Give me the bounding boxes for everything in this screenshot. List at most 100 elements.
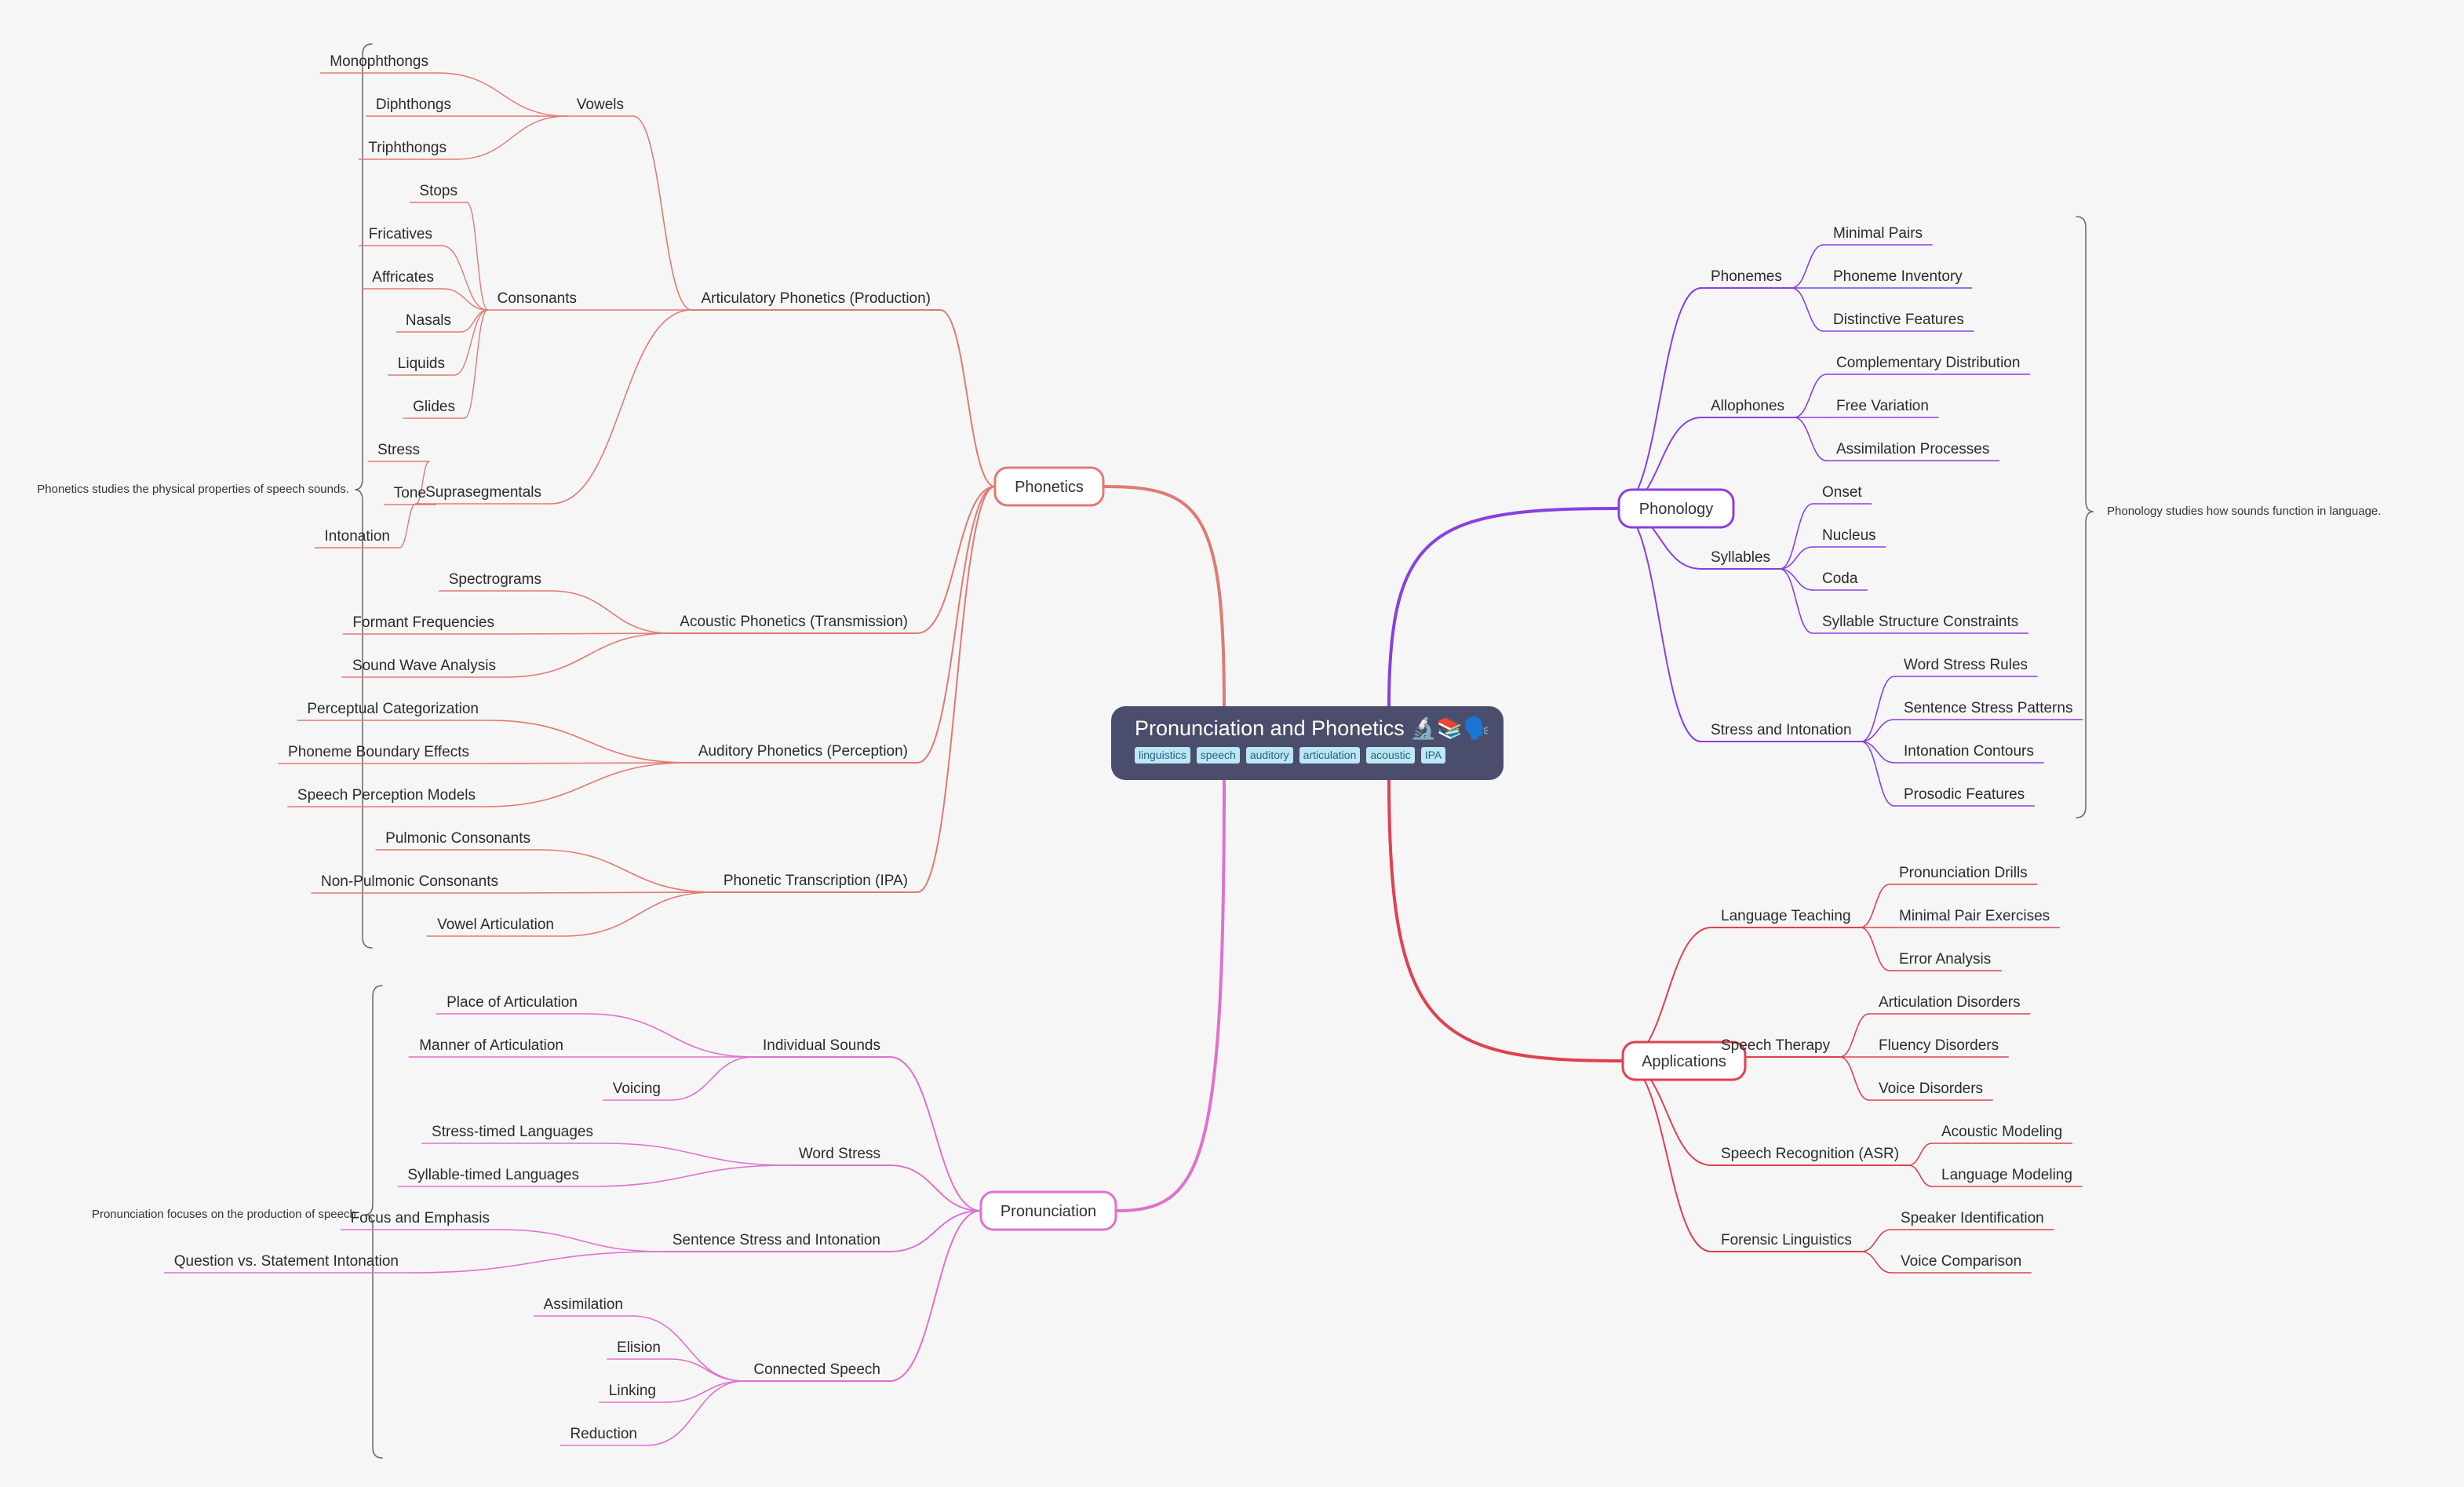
node-reduction[interactable]: Reduction	[570, 1426, 637, 1442]
branch-label-pronunciation[interactable]: Pronunciation	[1001, 1203, 1096, 1220]
node-nucleus[interactable]: Nucleus	[1822, 527, 1876, 544]
node-place-of-articulation[interactable]: Place of Articulation	[447, 994, 578, 1011]
branch-node-phonology[interactable]	[1617, 488, 1735, 529]
node-tone[interactable]: Tone	[394, 485, 426, 501]
node-focus-and-emphasis[interactable]: Focus and Emphasis	[351, 1210, 490, 1226]
node-perceptual-categorization[interactable]: Perceptual Categorization	[307, 701, 479, 717]
node-glides[interactable]: Glides	[413, 399, 455, 415]
branch-node-applications[interactable]	[1621, 1041, 1747, 1081]
connector-suprasegmentals	[550, 309, 693, 505]
node-non-pulmonic-consonants[interactable]: Non-Pulmonic Consonants	[321, 873, 498, 890]
node-spectrograms[interactable]: Spectrograms	[449, 571, 541, 588]
node-voice-disorders[interactable]: Voice Disorders	[1879, 1081, 1983, 1097]
node-fricatives[interactable]: Fricatives	[369, 226, 432, 242]
node-minimal-pairs[interactable]: Minimal Pairs	[1833, 225, 1923, 242]
node-free-variation[interactable]: Free Variation	[1836, 398, 1929, 414]
node-voice-comparison[interactable]: Voice Comparison	[1901, 1253, 2021, 1270]
tag-articulation[interactable]: articulation	[1299, 747, 1361, 764]
node-distinctive-features[interactable]: Distinctive Features	[1833, 312, 1964, 328]
node-pulmonic-consonants[interactable]: Pulmonic Consonants	[385, 830, 530, 847]
branch-node-phonetics[interactable]	[993, 466, 1105, 507]
node-stress-and-intonation[interactable]: Stress and Intonation	[1711, 722, 1852, 738]
node-acoustic-modeling[interactable]: Acoustic Modeling	[1941, 1124, 2062, 1140]
tag-auditory[interactable]: auditory	[1245, 747, 1293, 764]
node-affricates[interactable]: Affricates	[372, 269, 434, 286]
node-assimilation[interactable]: Assimilation	[544, 1296, 623, 1313]
branch-label-applications[interactable]: Applications	[1642, 1053, 1726, 1070]
node-allophones[interactable]: Allophones	[1711, 398, 1784, 414]
node-syllable-structure-constraints[interactable]: Syllable Structure Constraints	[1822, 614, 2018, 630]
node-consonants[interactable]: Consonants	[498, 290, 577, 307]
node-speech-recognition-asr[interactable]: Speech Recognition (ASR)	[1721, 1146, 1899, 1162]
node-phoneme-inventory[interactable]: Phoneme Inventory	[1833, 268, 1963, 285]
node-word-stress[interactable]: Word Stress	[799, 1146, 880, 1162]
node-pronunciation-drills[interactable]: Pronunciation Drills	[1899, 865, 2028, 881]
tag-ipa[interactable]: IPA	[1420, 747, 1446, 764]
node-monophthongs[interactable]: Monophthongs	[330, 53, 428, 70]
branch-label-phonology[interactable]: Phonology	[1639, 501, 1714, 518]
node-language-modeling[interactable]: Language Modeling	[1941, 1167, 2072, 1183]
node-language-teaching[interactable]: Language Teaching	[1721, 908, 1851, 924]
node-nasals[interactable]: Nasals	[406, 312, 451, 329]
connector-perceptual-categorization	[487, 720, 690, 764]
node-stress-timed-languages[interactable]: Stress-timed Languages	[432, 1124, 593, 1140]
node-diphthongs[interactable]: Diphthongs	[376, 97, 451, 113]
node-sound-wave-analysis[interactable]: Sound Wave Analysis	[352, 658, 496, 674]
node-elision[interactable]: Elision	[617, 1339, 661, 1356]
node-word-stress-rules[interactable]: Word Stress Rules	[1904, 657, 2028, 673]
node-prosodic-features[interactable]: Prosodic Features	[1904, 786, 2025, 803]
node-error-analysis[interactable]: Error Analysis	[1899, 951, 1991, 968]
node-question-vs-statement-intonation[interactable]: Question vs. Statement Intonation	[174, 1253, 399, 1270]
connector-root-phonology	[1387, 507, 1620, 708]
node-speech-perception-models[interactable]: Speech Perception Models	[297, 787, 476, 804]
node-vowel-articulation[interactable]: Vowel Articulation	[437, 917, 554, 933]
node-liquids[interactable]: Liquids	[398, 355, 445, 372]
tag-acoustic[interactable]: acoustic	[1366, 747, 1415, 764]
node-fluency-disorders[interactable]: Fluency Disorders	[1879, 1037, 1999, 1054]
node-assimilation-processes[interactable]: Assimilation Processes	[1836, 441, 1989, 457]
connector-error-analysis	[1860, 927, 1890, 971]
summary-pronunciation[interactable]: Pronunciation focuses on the production …	[92, 1208, 359, 1221]
node-auditory-phonetics-perception[interactable]: Auditory Phonetics (Perception)	[698, 743, 908, 760]
node-stress[interactable]: Stress	[377, 442, 420, 458]
node-forensic-linguistics[interactable]: Forensic Linguistics	[1721, 1232, 1852, 1248]
node-sentence-stress-patterns[interactable]: Sentence Stress Patterns	[1904, 700, 2072, 716]
node-phoneme-boundary-effects[interactable]: Phoneme Boundary Effects	[288, 744, 469, 760]
node-stops[interactable]: Stops	[419, 183, 457, 199]
branch-label-phonetics[interactable]: Phonetics	[1015, 479, 1084, 496]
connector-language-modeling	[1908, 1164, 1933, 1187]
tag-speech[interactable]: speech	[1196, 747, 1240, 764]
node-complementary-distribution[interactable]: Complementary Distribution	[1836, 355, 2020, 371]
connector-voicing	[669, 1056, 754, 1101]
node-speaker-identification[interactable]: Speaker Identification	[1901, 1210, 2044, 1226]
node-voicing[interactable]: Voicing	[613, 1081, 661, 1097]
node-syllables[interactable]: Syllables	[1711, 549, 1770, 566]
node-vowels[interactable]: Vowels	[577, 97, 624, 113]
connector-linking	[665, 1380, 745, 1403]
node-manner-of-articulation[interactable]: Manner of Articulation	[419, 1037, 563, 1054]
summary-phonetics[interactable]: Phonetics studies the physical propertie…	[37, 483, 349, 496]
node-acoustic-phonetics-transmission[interactable]: Acoustic Phonetics (Transmission)	[680, 614, 908, 630]
node-coda[interactable]: Coda	[1822, 570, 1858, 587]
node-connected-speech[interactable]: Connected Speech	[753, 1361, 880, 1378]
node-triphthongs[interactable]: Triphthongs	[368, 140, 447, 156]
node-onset[interactable]: Onset	[1822, 484, 1862, 501]
node-individual-sounds[interactable]: Individual Sounds	[763, 1037, 880, 1054]
root-node[interactable]: Pronunciation and Phonetics 🔬📚🗣️ linguis…	[1111, 706, 1504, 780]
node-intonation[interactable]: Intonation	[325, 528, 390, 545]
node-syllable-timed-languages[interactable]: Syllable-timed Languages	[407, 1167, 579, 1183]
branch-node-pronunciation[interactable]	[979, 1190, 1117, 1231]
node-formant-frequencies[interactable]: Formant Frequencies	[352, 614, 494, 631]
tag-linguistics[interactable]: linguistics	[1135, 747, 1190, 764]
node-suprasegmentals[interactable]: Suprasegmentals	[425, 484, 541, 501]
node-sentence-stress-and-intonation[interactable]: Sentence Stress and Intonation	[672, 1232, 880, 1248]
node-intonation-contours[interactable]: Intonation Contours	[1904, 743, 2034, 760]
node-linking[interactable]: Linking	[609, 1383, 656, 1399]
node-phonetic-transcription-ipa[interactable]: Phonetic Transcription (IPA)	[724, 873, 908, 889]
node-speech-therapy[interactable]: Speech Therapy	[1721, 1037, 1831, 1054]
node-minimal-pair-exercises[interactable]: Minimal Pair Exercises	[1899, 908, 2050, 924]
summary-phonology[interactable]: Phonology studies how sounds function in…	[2107, 505, 2381, 518]
node-articulatory-phonetics-production[interactable]: Articulatory Phonetics (Production)	[701, 290, 931, 307]
node-phonemes[interactable]: Phonemes	[1711, 268, 1782, 285]
node-articulation-disorders[interactable]: Articulation Disorders	[1879, 994, 2021, 1011]
